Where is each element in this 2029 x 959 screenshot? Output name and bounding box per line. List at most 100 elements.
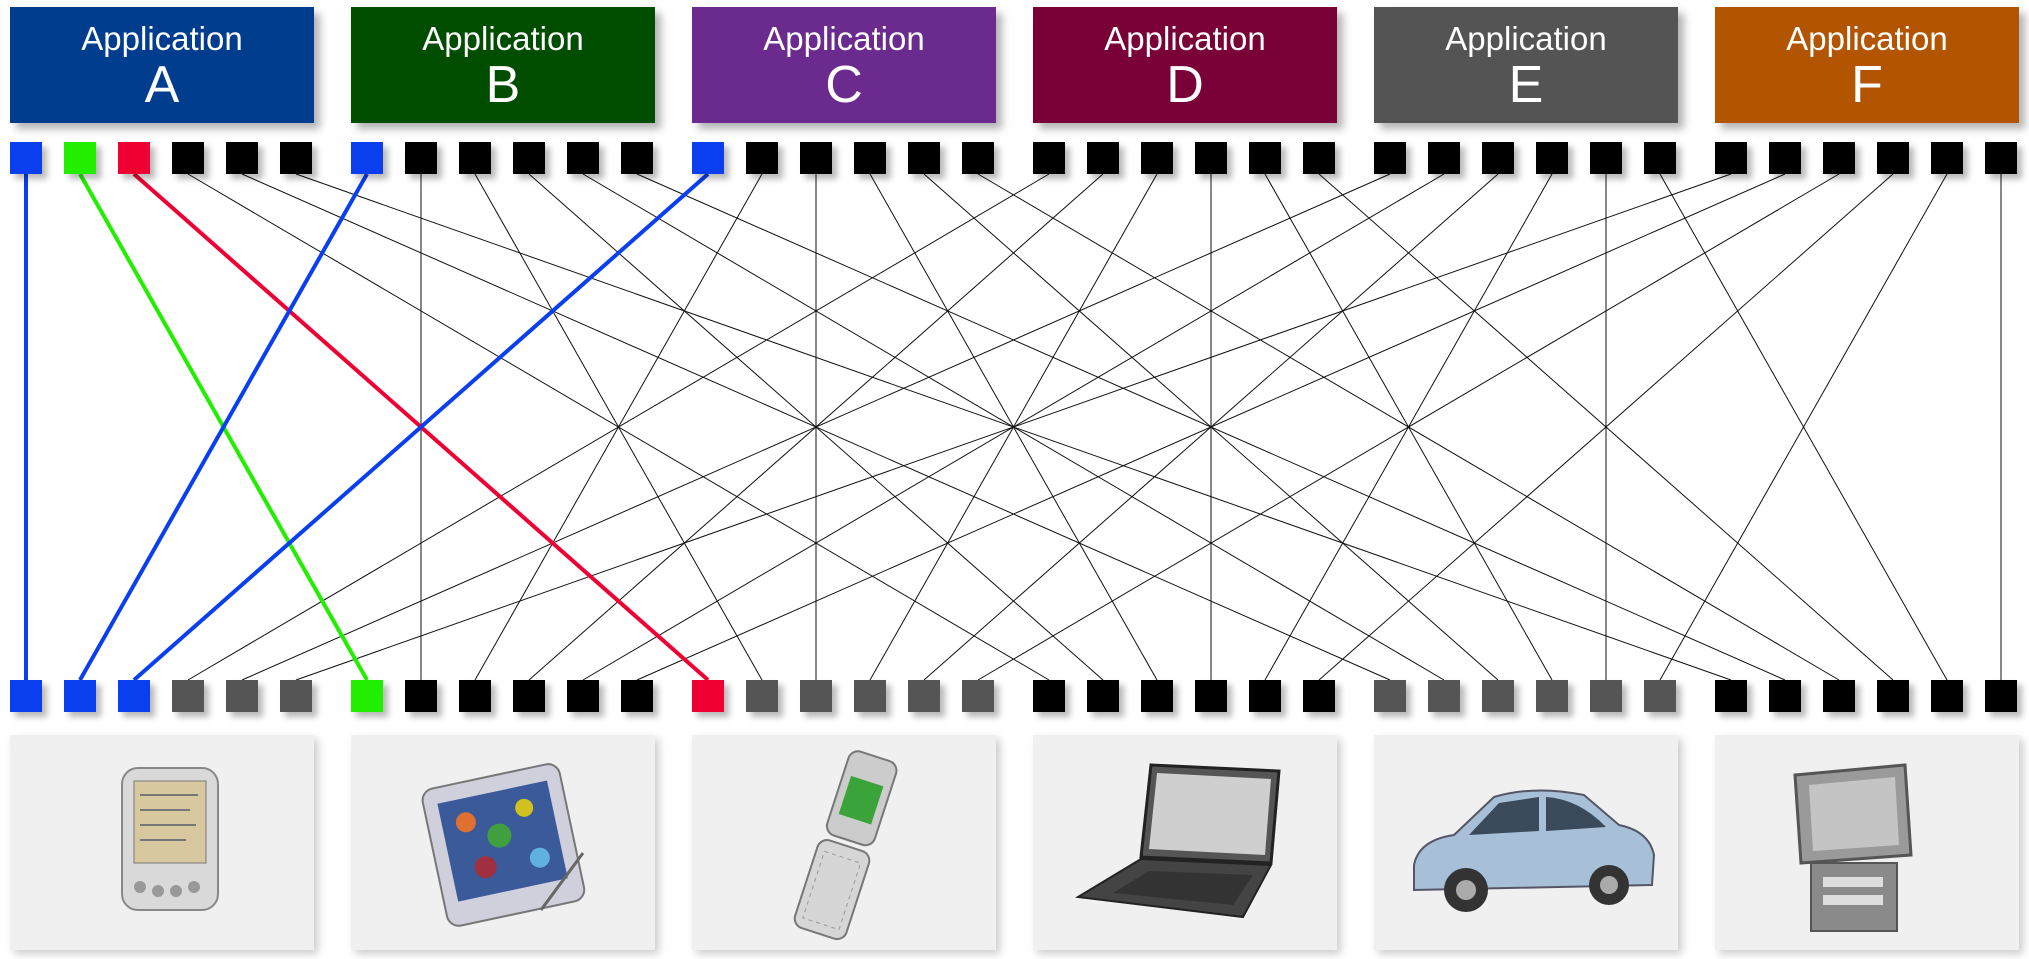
top-port xyxy=(64,142,96,174)
bottom-port xyxy=(1877,680,1909,712)
bottom-port xyxy=(280,680,312,712)
car-icon xyxy=(1413,789,1656,912)
application-letter: A xyxy=(144,56,180,114)
top-port xyxy=(1374,142,1406,174)
top-port xyxy=(351,142,383,174)
top-port xyxy=(1141,142,1173,174)
bottom-port xyxy=(1482,680,1514,712)
bottom-port xyxy=(1823,680,1855,712)
top-port xyxy=(459,142,491,174)
device-panel-tablet xyxy=(351,735,655,950)
top-port xyxy=(280,142,312,174)
device-panel-laptop xyxy=(1033,735,1337,950)
top-port xyxy=(1590,142,1622,174)
top-port xyxy=(1249,142,1281,174)
bottom-port xyxy=(746,680,778,712)
bottom-port xyxy=(854,680,886,712)
application-title: Application xyxy=(81,20,243,57)
bottom-port xyxy=(1141,680,1173,712)
bottom-port xyxy=(1985,680,2017,712)
device-panel-pda xyxy=(10,735,314,950)
connection-line xyxy=(241,173,1391,681)
pda-icon xyxy=(121,767,219,911)
connection-line xyxy=(132,172,710,682)
bottom-port xyxy=(1303,680,1335,712)
connection-line xyxy=(187,173,1050,681)
bottom-port xyxy=(1590,680,1622,712)
application-letter: D xyxy=(1166,56,1204,114)
top-port xyxy=(405,142,437,174)
connection-line xyxy=(78,173,369,681)
top-port xyxy=(118,142,150,174)
device-panel-kiosk xyxy=(1715,735,2019,950)
top-port xyxy=(1087,142,1119,174)
top-port xyxy=(1195,142,1227,174)
top-port xyxy=(1769,142,1801,174)
application-c-box: Application C xyxy=(692,7,996,123)
application-d-box: Application D xyxy=(1033,7,1337,123)
application-letter: F xyxy=(1851,56,1883,114)
top-port xyxy=(1644,142,1676,174)
application-title: Application xyxy=(1445,20,1607,57)
bottom-port xyxy=(405,680,437,712)
top-port xyxy=(567,142,599,174)
bottom-port xyxy=(10,680,42,712)
bottom-port xyxy=(513,680,545,712)
tablet-icon xyxy=(421,763,586,927)
top-port xyxy=(1985,142,2017,174)
application-letter: E xyxy=(1508,56,1544,114)
bottom-port xyxy=(172,680,204,712)
top-port xyxy=(1482,142,1514,174)
connection-line xyxy=(1659,173,1948,681)
top-port xyxy=(621,142,653,174)
bottom-port xyxy=(1769,680,1801,712)
application-title: Application xyxy=(1786,20,1948,57)
connection-line xyxy=(636,173,1786,681)
top-port xyxy=(854,142,886,174)
application-b-box: Application B xyxy=(351,7,655,123)
top-port xyxy=(226,142,258,174)
application-letter: C xyxy=(825,56,863,114)
bottom-port xyxy=(621,680,653,712)
top-port xyxy=(1303,142,1335,174)
bottom-port xyxy=(1087,680,1119,712)
application-letter: B xyxy=(485,56,521,114)
device-panel-phone xyxy=(692,735,996,950)
bottom-port xyxy=(692,680,724,712)
top-port xyxy=(1536,142,1568,174)
bottom-port xyxy=(64,680,96,712)
top-port xyxy=(1428,142,1460,174)
top-port xyxy=(1715,142,1747,174)
top-port xyxy=(800,142,832,174)
top-port xyxy=(1877,142,1909,174)
bottom-port xyxy=(351,680,383,712)
bottom-port xyxy=(1536,680,1568,712)
bottom-port xyxy=(567,680,599,712)
bottom-port xyxy=(1249,680,1281,712)
bottom-port xyxy=(118,680,150,712)
top-port xyxy=(1823,142,1855,174)
bottom-port xyxy=(1715,680,1747,712)
bottom-port xyxy=(1428,680,1460,712)
connection-line xyxy=(1318,173,1894,681)
top-port xyxy=(513,142,545,174)
bottom-port xyxy=(1931,680,1963,712)
top-port xyxy=(1033,142,1065,174)
top-port xyxy=(692,142,724,174)
bottom-port xyxy=(226,680,258,712)
bottom-port xyxy=(1195,680,1227,712)
top-port xyxy=(746,142,778,174)
top-port xyxy=(10,142,42,174)
bottom-port xyxy=(459,680,491,712)
kiosk-icon xyxy=(1793,763,1913,932)
connection-line xyxy=(295,173,1732,681)
application-a-box: Application A xyxy=(10,7,314,123)
bottom-port xyxy=(908,680,940,712)
bottom-port xyxy=(800,680,832,712)
application-title: Application xyxy=(1104,20,1266,57)
top-port xyxy=(1931,142,1963,174)
flip-phone-icon xyxy=(793,750,898,941)
bottom-port xyxy=(1374,680,1406,712)
application-f-box: Application F xyxy=(1715,7,2019,123)
